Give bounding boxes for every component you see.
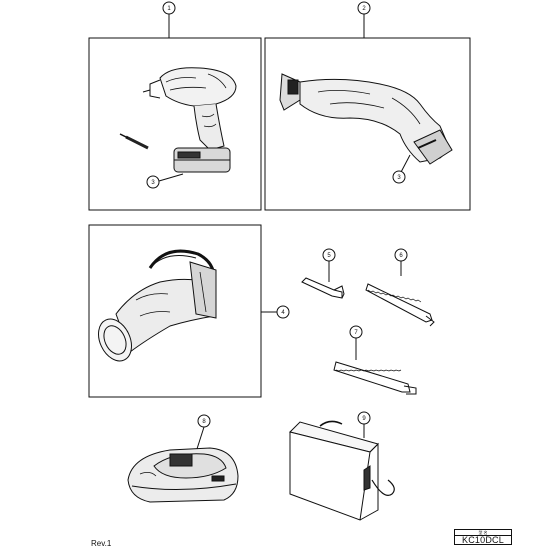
callout-label-1: 1 [167, 6, 171, 12]
callout-circle-4 [276, 305, 290, 319]
callout-label-3a: 3 [151, 180, 155, 186]
callout-circle-1 [162, 1, 176, 15]
callout-label-9: 9 [362, 416, 366, 422]
flashlight-illustration [98, 249, 217, 362]
reciprocating-saw-illustration [279, 73, 453, 165]
callout-circle-3b [392, 170, 406, 184]
callout-label-2: 2 [362, 6, 366, 12]
model-code-box: 型 名 KC10DCL [454, 529, 512, 545]
callout-label-5: 5 [327, 253, 331, 259]
revision-label: Rev.1 [91, 539, 112, 548]
callout-label-6: 6 [399, 253, 403, 259]
callout-circle-5 [322, 248, 336, 262]
callout-circle-8 [197, 414, 211, 428]
model-code: KC10DCL [462, 535, 504, 545]
saw-blade-illustration-6 [365, 283, 435, 327]
callout-circle-9 [357, 411, 371, 425]
callout-label-8: 8 [202, 419, 206, 425]
callout-label-7: 7 [354, 330, 358, 336]
frame-reciprocating-saw [264, 37, 471, 211]
frame-impact-driver [88, 37, 262, 211]
callout-circle-2 [357, 1, 371, 15]
frame-flashlight [88, 224, 262, 398]
hex-wrench-illustration [301, 277, 345, 299]
carrying-case-illustration [289, 420, 395, 521]
saw-blade-illustration-7 [333, 361, 417, 395]
callout-circle-7 [349, 325, 363, 339]
callout-label-3b: 3 [397, 175, 401, 181]
impact-driver-illustration [119, 67, 237, 173]
callout-circle-6 [394, 248, 408, 262]
model-box-header: 型 名 [455, 530, 511, 536]
callout-label-4: 4 [281, 310, 285, 316]
charger-illustration [127, 447, 239, 503]
callout-circle-3a [146, 175, 160, 189]
